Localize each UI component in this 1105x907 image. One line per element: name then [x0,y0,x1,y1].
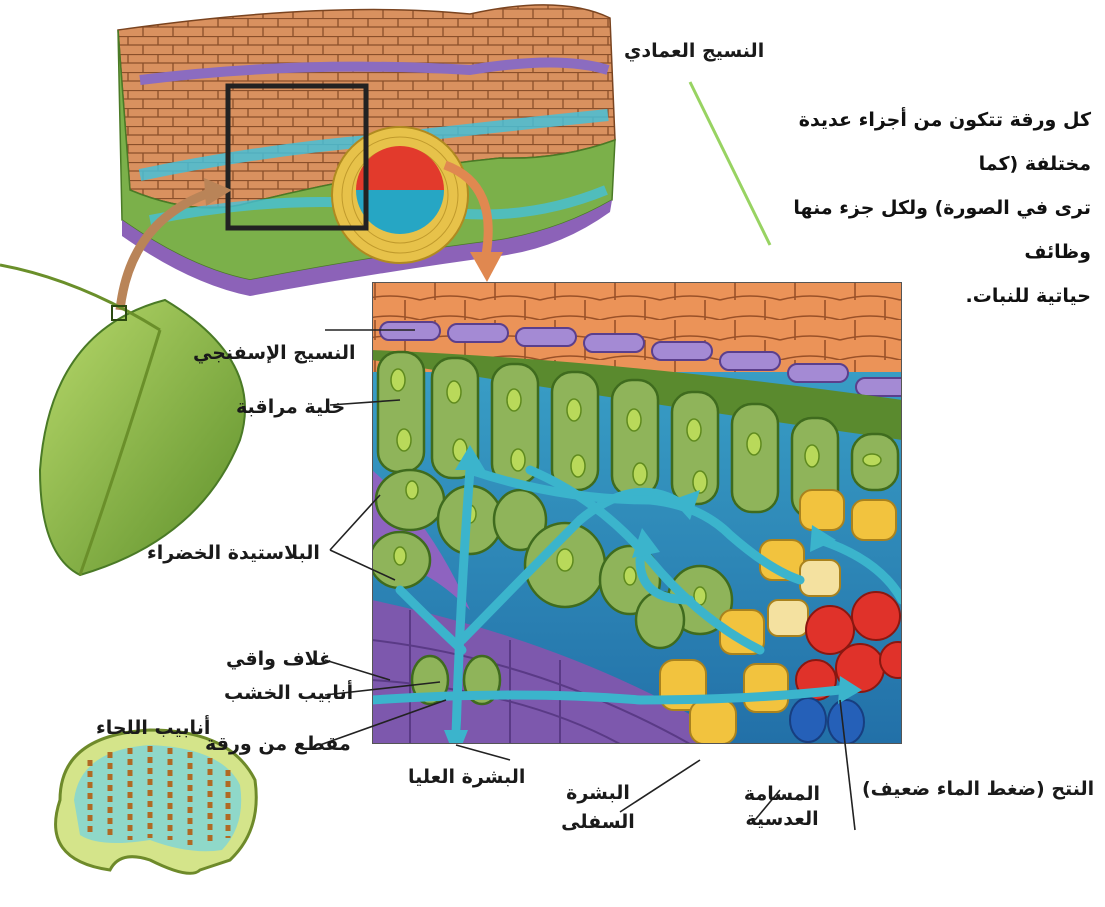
label-chloroplast: البلاستيدة الخضراء [147,542,320,565]
green-leaf [0,265,245,575]
label-phloem: أنابيب اللحاء [96,717,210,740]
label-upper-epidermis: البشرة العليا [408,766,525,789]
description-note: كل ورقة تتكون من أجزاء عديدة مختلفة (كما… [731,98,1091,318]
label-transpiration: النتح (ضغط الماء ضعيف) [862,778,1094,801]
label-leaf-section: مقطع من ورقة [205,733,351,756]
label-lenticel: المسامة العدسية [742,783,822,831]
note-line-3: حياتية للنبات. [731,274,1091,318]
label-xylem: أنابيب الخشب [224,682,353,705]
label-palisade: النسيج العمادي [624,40,764,63]
label-guard-cell: خلية مراقبة [236,396,345,419]
leaf-cross-section-block [118,5,615,296]
label-spongy: النسيج الإسفنجي [193,342,356,365]
note-line-2: ترى في الصورة) ولكل جزء منها وظائف [731,186,1091,274]
magnified-leaf-tissue [370,282,916,760]
note-line-1: كل ورقة تتكون من أجزاء عديدة مختلفة (كما [731,98,1091,186]
label-sheath: غلاف واقي [226,648,332,671]
label-lower-epidermis: البشرة السفلى [560,782,636,834]
